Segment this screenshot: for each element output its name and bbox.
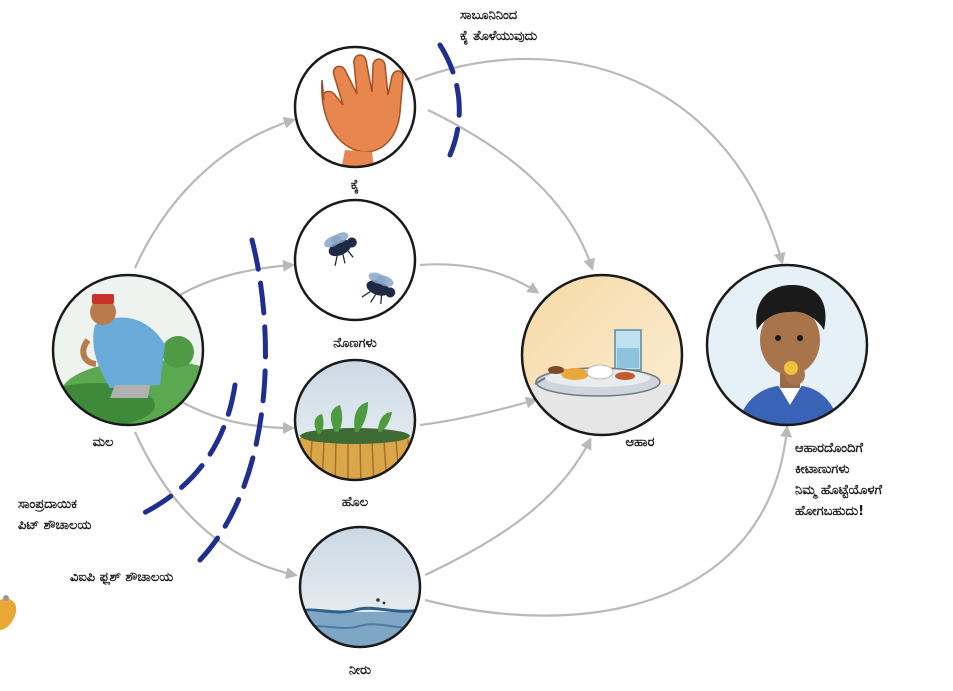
node-fields-label: ಹೊಲ (341, 495, 369, 510)
node-flies-label: ನೊಣಗಳು (333, 336, 377, 351)
water-icon (300, 527, 420, 647)
node-water (298, 525, 422, 649)
barrier-vip-latrine-label: ವಿಐಪಿ ಫ್ಲಶ್ ಶೌಚಾಲಯ (70, 570, 174, 585)
decorative-blob (0, 595, 17, 630)
node-feces-label: ಮಲ (92, 435, 114, 450)
barriers (137, 42, 462, 563)
barrier-pit-latrine (137, 382, 238, 518)
arrow-feces-to-fields (181, 401, 295, 434)
node-feces (51, 273, 205, 427)
transmission-arrows (133, 57, 793, 617)
arrow-hands-to-child (414, 57, 786, 265)
barrier-handwash-label: ಸಾಬೂನಿನಿಂದ ಕೈ ತೊಳೆಯುವುದು (460, 8, 538, 44)
barrier-vip-latrine (197, 237, 268, 563)
node-hands (293, 45, 417, 169)
barrier-handwash (437, 42, 462, 158)
arrow-flies-to-food (419, 263, 540, 294)
person-defecating-icon (53, 275, 203, 425)
arrow-feces-to-hands (133, 117, 296, 269)
node-child (705, 263, 869, 427)
hand-icon (295, 47, 415, 167)
arrow-water-to-food (424, 437, 592, 576)
node-water-label: ನೀರು (349, 663, 371, 678)
barrier-pit-latrine-label: ಸಾಂಪ್ರದಾಯಿಕ ಪಿಟ್ ಶೌಚಾಲಯ (18, 497, 92, 533)
node-food-label: ಆಹಾರ (625, 435, 655, 450)
node-fields (293, 358, 417, 482)
arrow-hands-to-food (427, 109, 595, 271)
arrow-fields-to-food (419, 396, 538, 427)
node-food (520, 273, 684, 437)
node-hands-label: ಕೈ (350, 178, 360, 193)
arrow-water-to-child (424, 425, 793, 617)
crop-field-icon (295, 360, 415, 480)
node-flies (293, 198, 417, 322)
arrow-feces-to-water (133, 431, 298, 579)
arrow-feces-to-flies (179, 259, 295, 296)
child-eating-icon (707, 265, 867, 425)
food-plate-icon (522, 275, 682, 435)
outcome-text: ಆಹಾರದೊಂದಿಗೆ ಕೀಟಾಣುಗಳು ನಿಮ್ಮ ಹೊಟ್ಟೆಯೊಳಗೆ … (795, 441, 883, 519)
flies-icon (295, 200, 415, 320)
